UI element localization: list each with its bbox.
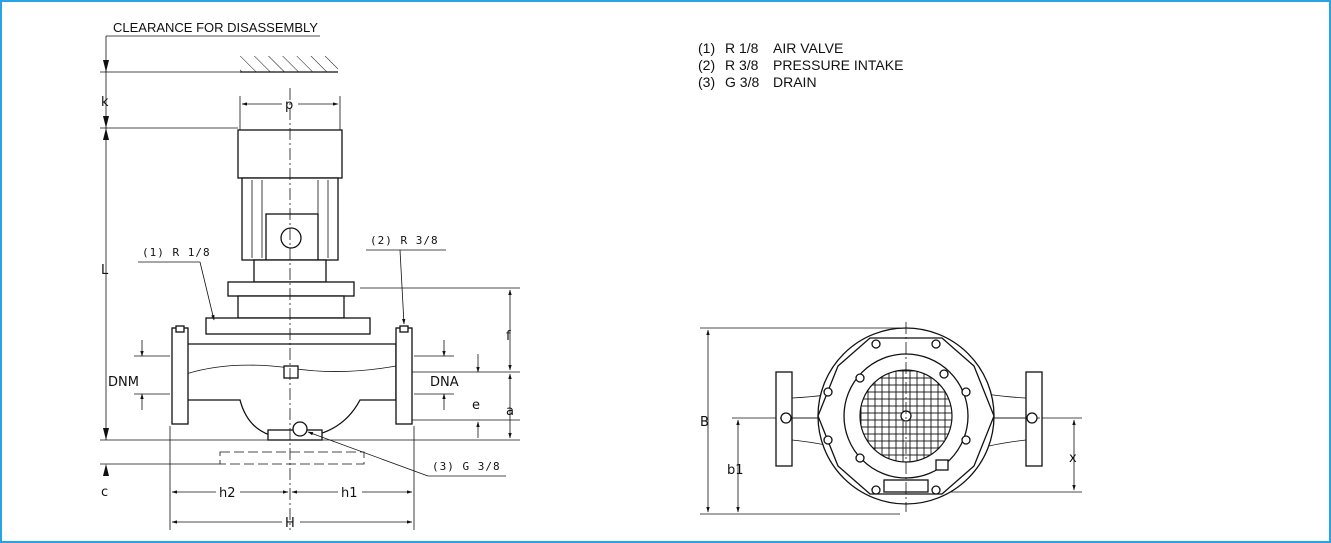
legend-desc: PRESSURE INTAKE [773,57,904,73]
legend-item: (1) R 1/8 AIR VALVE [698,40,903,57]
casing-cover [205,317,371,335]
dim-a: a [506,404,514,419]
top-view: B b1 x [700,322,1082,515]
dim-c: c [101,485,108,500]
dim-b1: b1 [727,463,744,478]
arrow [103,428,109,440]
dim-B: B [700,415,709,430]
motor-flange [227,281,355,297]
dim-e: e [472,398,480,413]
ceiling-hatch [240,56,338,72]
arrow [103,60,109,72]
legend-num: (2) [698,57,716,73]
suction-flange [171,327,189,425]
callout-drain: (3) G 3/8 [432,460,501,473]
base-outline [219,451,365,465]
dim-p: p [285,98,293,113]
drain-plug [292,421,308,437]
legend-size: R 1/8 [725,40,759,56]
callout-air-valve: (1) R 1/8 [142,246,211,259]
side-view: k L c p [100,35,520,531]
arrow [103,116,109,128]
dim-DNM: DNM [108,375,139,390]
leader [199,261,215,321]
bolt-set [780,339,1038,495]
flange-bolt [175,325,185,333]
casing-plug [283,365,299,379]
legend-item: (2) R 3/8 PRESSURE INTAKE [698,57,903,74]
dim-h1: h1 [341,486,358,501]
leader [399,249,406,325]
dim-DNA: DNA [430,375,459,390]
dim-H: H [285,516,295,531]
discharge-flange [395,327,413,425]
cable-gland [280,227,302,249]
leader [307,431,429,477]
dim-f: f [506,329,511,344]
legend-num: (1) [698,40,716,56]
drain-boss [935,459,949,471]
legend-size: R 3/8 [725,57,759,73]
legend: (1) R 1/8 AIR VALVE (2) R 3/8 PRESSURE I… [698,40,903,91]
dim-x: x [1069,451,1077,466]
clearance-label: CLEARANCE FOR DISASSEMBLY [113,20,318,35]
flange-bolt [399,325,409,333]
legend-num: (3) [698,74,716,90]
legend-desc: AIR VALVE [773,40,844,56]
dim-L: L [101,263,109,278]
arrow [103,128,109,140]
legend-size: G 3/8 [725,74,760,90]
callout-pressure-intake: (2) R 3/8 [370,234,439,247]
dim-h2: h2 [219,486,236,501]
pump-casing [185,343,397,439]
dim-k: k [101,95,109,110]
bracket [237,295,345,319]
legend-item: (3) G 3/8 DRAIN [698,74,903,91]
legend-desc: DRAIN [773,74,817,90]
arrow [103,464,109,476]
